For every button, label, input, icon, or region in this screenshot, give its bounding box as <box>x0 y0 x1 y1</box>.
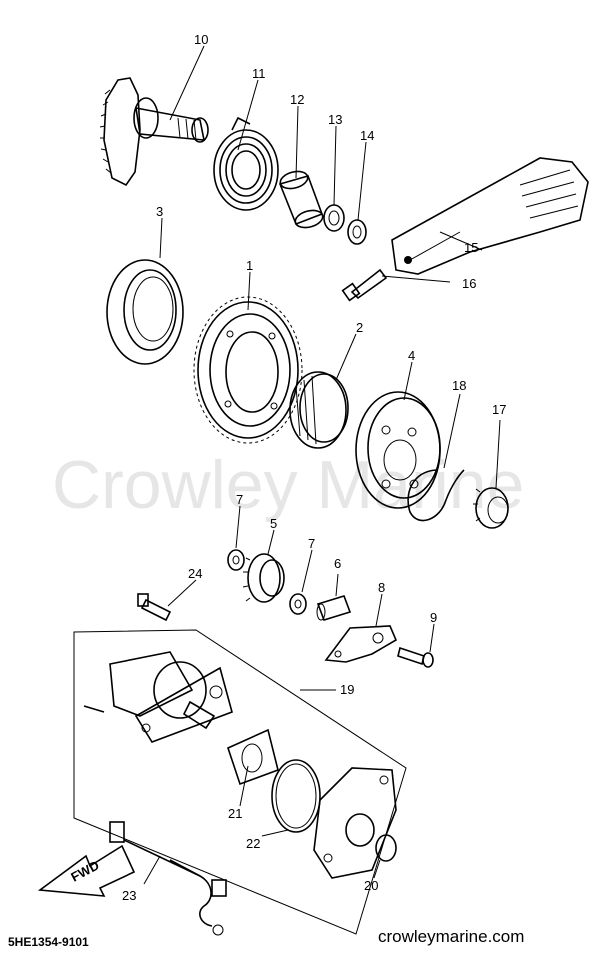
callout-22: 22 <box>246 836 260 851</box>
part-washer-14 <box>347 219 367 245</box>
part-bolt-9 <box>397 646 434 668</box>
fwd-arrow-label: FWD <box>68 858 101 885</box>
diagram-code: 5HE1354-9101 <box>8 935 89 949</box>
callout-7-lower: 7 <box>308 536 315 551</box>
part-bolt-16 <box>341 268 388 302</box>
callout-2: 2 <box>356 320 363 335</box>
callout-7-upper: 7 <box>236 492 243 507</box>
callout-3: 3 <box>156 204 163 219</box>
callout-24: 24 <box>188 566 202 581</box>
callout-16: 16 <box>462 276 476 291</box>
part-lead-wire <box>109 821 227 936</box>
part-washer-7b <box>289 593 307 615</box>
part-ring-gear <box>193 296 303 444</box>
part-o-ring <box>271 759 321 833</box>
callout-10: 10 <box>194 32 208 47</box>
part-kick-crank <box>391 157 589 275</box>
callout-15: 15 <box>464 240 478 255</box>
site-url: crowleymarine.com <box>378 927 524 946</box>
part-washer-13 <box>323 204 345 232</box>
callout-17: 17 <box>492 402 506 417</box>
callout-19: 19 <box>340 682 354 697</box>
callout-6: 6 <box>334 556 341 571</box>
callout-13: 13 <box>328 112 342 127</box>
part-bolt-24 <box>137 593 172 622</box>
fwd-arrow: FWD <box>37 844 136 897</box>
callout-12: 12 <box>290 92 304 107</box>
callout-14: 14 <box>360 128 374 143</box>
starter-motor-assembly-outline <box>73 629 407 935</box>
part-oil-seal <box>106 259 184 365</box>
part-cap-20 <box>375 834 397 862</box>
part-one-way-clutch <box>289 371 349 449</box>
part-idler-gear <box>242 553 285 603</box>
part-brush-holder <box>227 728 279 786</box>
callout-20: 20 <box>364 878 378 893</box>
callout-18: 18 <box>452 378 466 393</box>
part-starter-motor <box>83 651 233 743</box>
callout-23: 23 <box>122 888 136 903</box>
part-washer-7a <box>227 549 245 571</box>
callout-9: 9 <box>430 610 437 625</box>
leader-lines <box>143 45 501 885</box>
part-bracket <box>324 625 398 663</box>
part-end-cover <box>313 767 397 879</box>
part-clutch-plate <box>355 391 441 509</box>
callout-11: 11 <box>252 66 266 81</box>
callout-8: 8 <box>378 580 385 595</box>
callout-1: 1 <box>246 258 253 273</box>
part-idler-shaft <box>316 595 352 621</box>
part-torsion-spring <box>213 116 279 211</box>
callout-5: 5 <box>270 516 277 531</box>
part-clip <box>407 469 465 522</box>
callout-4: 4 <box>408 348 415 363</box>
callout-21: 21 <box>228 806 242 821</box>
part-kick-gear-shaft <box>99 77 209 187</box>
part-collar <box>278 170 324 229</box>
part-pinion <box>473 487 509 529</box>
